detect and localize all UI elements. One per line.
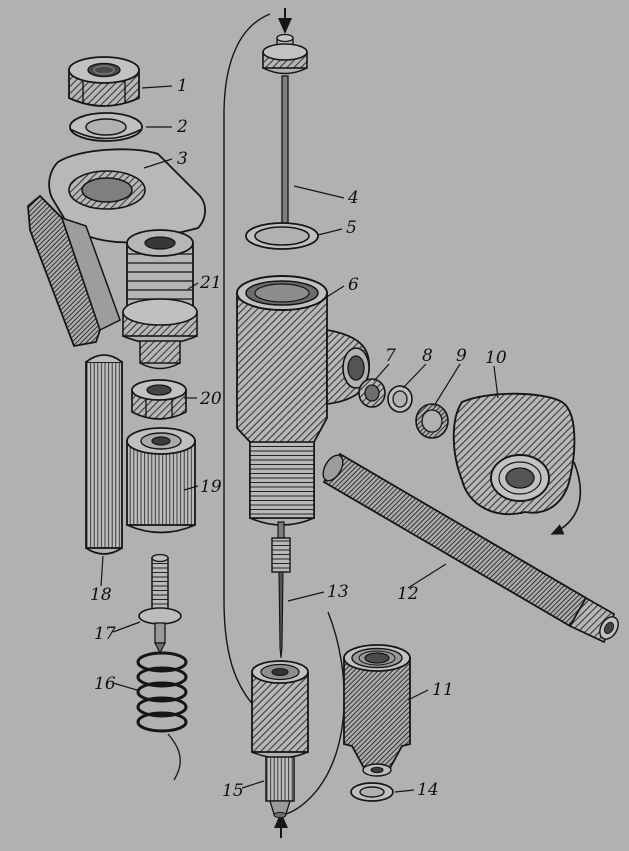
assembly-guide-line-right	[285, 611, 345, 815]
part-2-washer	[69, 112, 143, 142]
part-label-14: 14	[417, 780, 439, 800]
part-12-delivery-tube	[322, 452, 619, 644]
leader-line-15	[241, 780, 265, 789]
leader-line-6	[321, 285, 345, 301]
part-label-1: 1	[177, 76, 188, 96]
clamp-fork-rear	[60, 216, 121, 332]
part-label-6: 6	[348, 275, 359, 295]
nut-bore	[151, 436, 171, 446]
ring-bore	[421, 409, 443, 433]
cap-nut-orifice	[370, 766, 384, 774]
assembly-guide-line-spring	[167, 733, 181, 781]
leader-line-1	[141, 85, 173, 89]
part-6-injector-body	[236, 275, 370, 526]
leader-line-11	[407, 689, 429, 701]
sleeve-bore	[144, 236, 176, 250]
bushing-bore	[364, 384, 380, 402]
nut-bore	[87, 62, 121, 78]
part-10-banjo-fitting	[452, 392, 576, 516]
cap-nut-thread	[364, 652, 390, 664]
part-15-nozzle	[251, 660, 309, 819]
part-3-clamp-bracket	[27, 148, 206, 348]
part-label-8: 8	[422, 346, 433, 366]
body-thread	[249, 441, 315, 519]
leader-line-10	[493, 365, 499, 399]
leader-line-18	[100, 555, 104, 587]
part-label-19: 19	[200, 477, 222, 497]
part-label-17: 17	[94, 624, 116, 644]
ring-bore	[392, 390, 408, 408]
part-label-9: 9	[456, 346, 467, 366]
part-18-stud	[85, 354, 123, 555]
part-label-21: 21	[199, 273, 222, 293]
leader-line-13	[287, 591, 325, 602]
part-label-13: 13	[327, 582, 349, 602]
ring-bore	[254, 226, 310, 246]
part-label-16: 16	[94, 674, 116, 694]
needle-tip	[278, 571, 284, 659]
leader-line-5	[317, 228, 343, 236]
assembly-guide-line-left	[223, 13, 273, 731]
leader-line-9	[433, 363, 461, 407]
banjo-eye	[505, 467, 535, 489]
leader-line-12	[407, 563, 447, 589]
assembly-arrow-fitting	[550, 461, 582, 535]
part-13-needle	[271, 521, 291, 659]
part-17-valve-spindle	[138, 553, 182, 655]
washer-bore	[85, 118, 127, 136]
part-9-o-ring	[415, 403, 449, 439]
washer-bore	[359, 786, 385, 798]
nut-bore	[146, 384, 172, 396]
nozzle-tip	[273, 811, 287, 819]
part-label-3: 3	[177, 149, 188, 169]
part-label-10: 10	[485, 348, 507, 368]
part-1-hex-nut	[68, 56, 140, 107]
part-label-5: 5	[346, 218, 357, 238]
pushrod-shaft	[281, 75, 289, 229]
part-7-bushing	[358, 378, 386, 408]
part-label-7: 7	[385, 346, 396, 366]
part-16-spring	[136, 651, 188, 733]
leader-line-21	[187, 282, 199, 290]
part-label-18: 18	[90, 585, 112, 605]
part-20-lock-nut	[131, 379, 187, 420]
leader-line-16	[112, 682, 138, 691]
leader-line-3	[143, 158, 173, 169]
part-8-washer-ring	[387, 385, 413, 413]
part-label-2: 2	[176, 117, 188, 137]
spindle-flange	[138, 607, 182, 625]
tube-bore	[603, 621, 615, 635]
part-11-cap-nut	[343, 644, 411, 777]
nozzle-bore	[271, 667, 289, 677]
tube-end	[322, 454, 344, 482]
leader-line-19	[183, 485, 199, 491]
part-21-spacer-sleeve	[122, 229, 198, 370]
leader-line-17	[112, 621, 141, 633]
body-cavity	[254, 283, 310, 303]
label-layer: 1 2 3 4 5 6 7 8 9 10 11 12 13 14 15 16 1…	[90, 76, 507, 801]
part-label-4: 4	[347, 188, 359, 208]
part-5-seal-ring	[245, 222, 319, 250]
part-19-knurled-nut	[126, 427, 196, 534]
leader-line-8	[402, 363, 427, 389]
leader-line-7	[373, 363, 390, 382]
part-label-11: 11	[432, 680, 454, 700]
leader-line-14	[394, 789, 415, 793]
part-label-12: 12	[397, 584, 419, 604]
part-14-seal-washer	[350, 782, 394, 802]
clamp-hole	[81, 177, 133, 203]
leader-line-4	[293, 185, 345, 199]
part-label-20: 20	[199, 389, 222, 409]
boss-port	[347, 355, 365, 381]
part-label-15: 15	[222, 781, 244, 801]
